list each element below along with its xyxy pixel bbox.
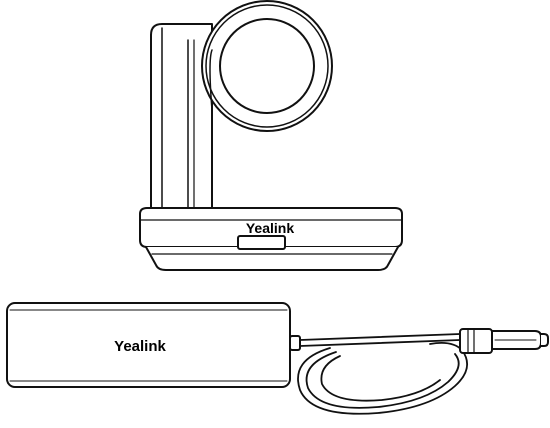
- hub-brand-label: Yealink: [114, 338, 166, 355]
- hub-cable: [297, 333, 469, 415]
- usb-hub: [6, 302, 549, 415]
- ptz-camera: [139, 0, 403, 271]
- usb-c-connector: [459, 328, 549, 354]
- camera-lens: [201, 0, 333, 132]
- camera-arm: [150, 23, 213, 209]
- camera-brand-label: Yealink: [246, 220, 294, 236]
- camera-indicator-window: [237, 235, 286, 250]
- hub-cable-strain-relief: [289, 335, 301, 351]
- camera-base: [139, 207, 403, 271]
